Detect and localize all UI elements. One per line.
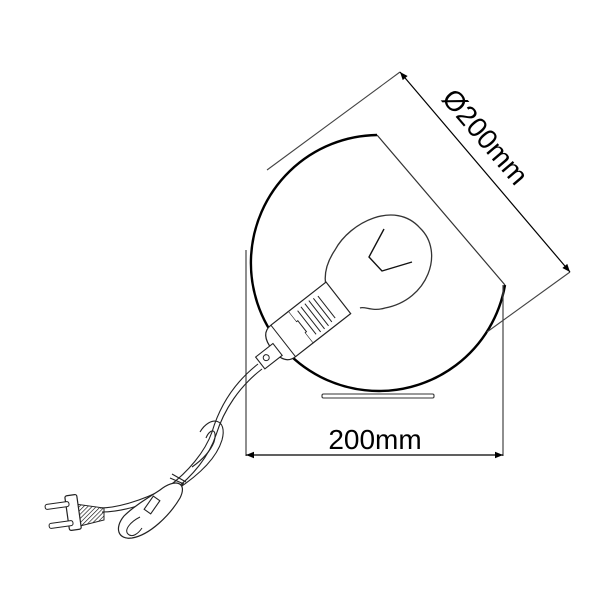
width-label: 200mm [328, 424, 421, 455]
filament-icon [368, 228, 413, 272]
cord-clamp [254, 342, 283, 370]
euro-plug [44, 493, 105, 532]
width-dimension: 200mm [246, 424, 503, 459]
base-plate [321, 393, 435, 399]
filament-bulb [324, 214, 433, 311]
diameter-label: Ø200mm [436, 83, 534, 191]
inline-switch [117, 482, 183, 539]
bulb-socket [265, 281, 352, 361]
